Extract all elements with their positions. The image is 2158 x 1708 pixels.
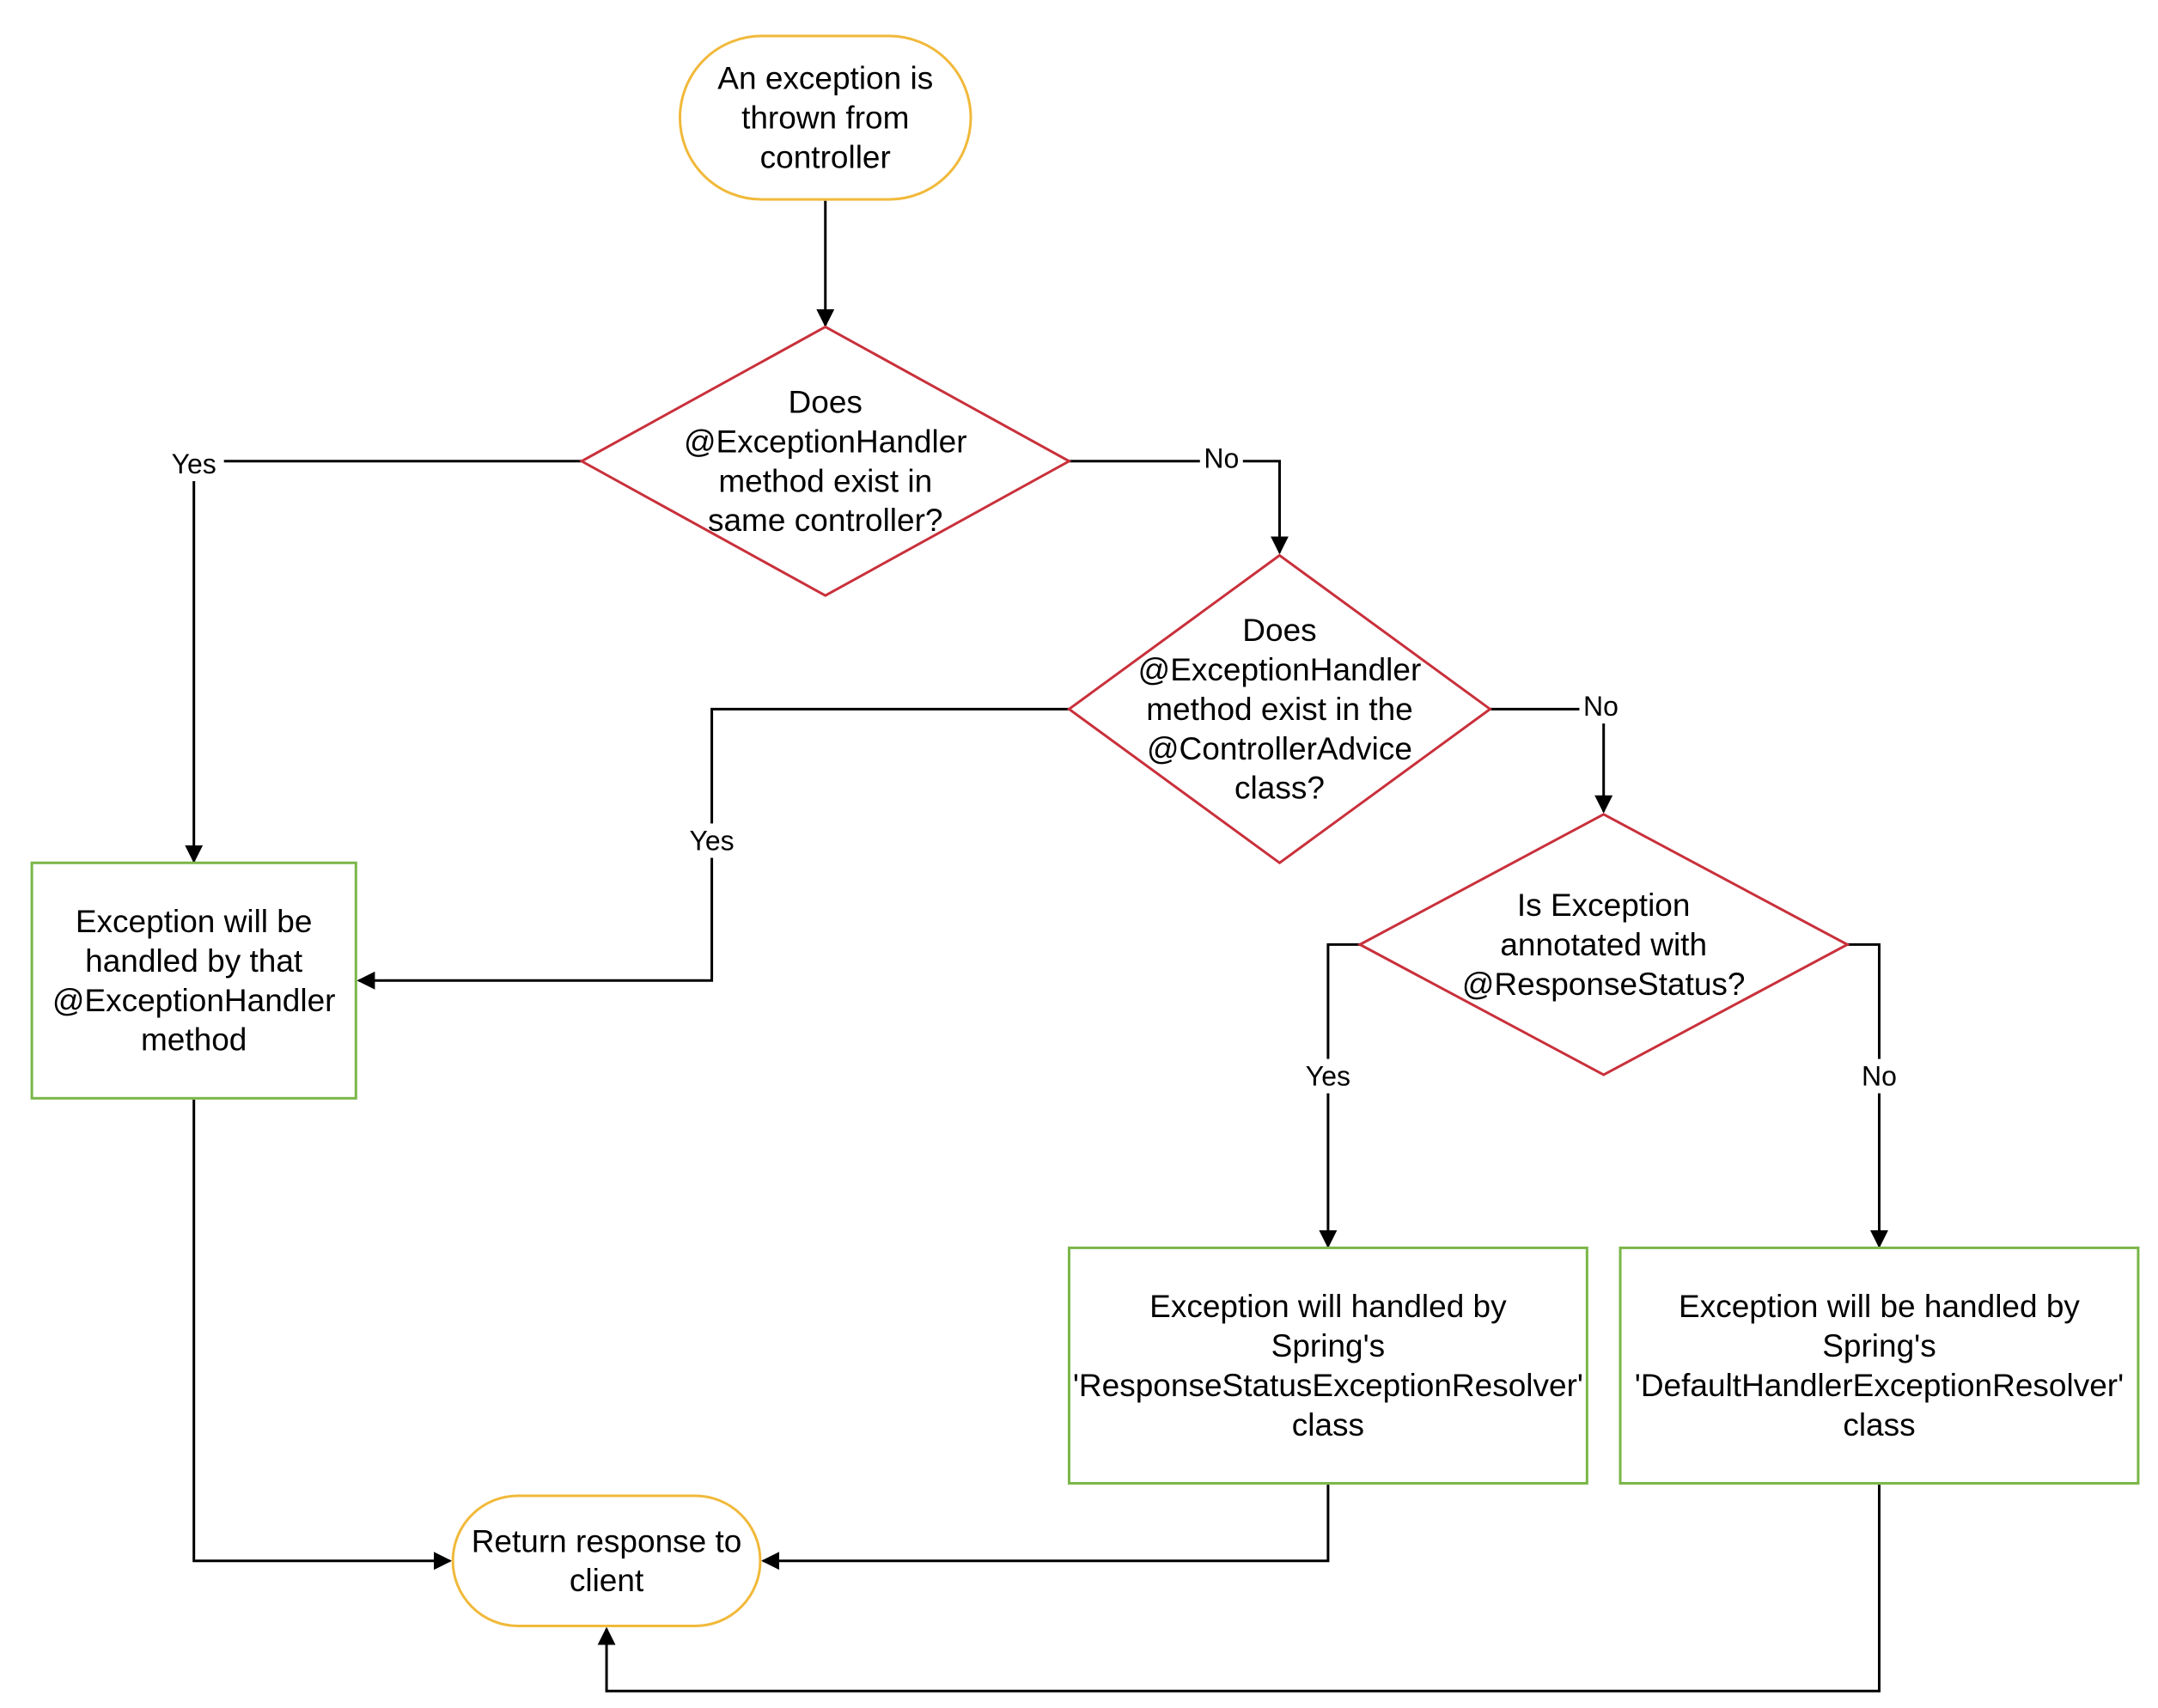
nodes-layer: An exception is thrown fromcontrollerDoes…	[30, 34, 2140, 1627]
connector-line	[597, 1485, 1881, 1693]
node-handled-by-default-resolver: Exception will be handled by Spring's 'Def…	[1618, 1246, 2140, 1485]
node-label-line: Exception will handled by	[1149, 1289, 1507, 1324]
decision-diamond-shape	[1066, 553, 1493, 865]
node-label-line: class?	[1234, 771, 1325, 806]
node-label-line: Exception will be	[76, 904, 313, 939]
node-decision-same-controller: Does @ExceptionHandler method exist in same…	[578, 325, 1072, 597]
node-label-line: An exception is	[717, 61, 933, 96]
decision-diamond-shape	[578, 325, 1072, 597]
edge-label-yes: Yes	[1306, 1061, 1350, 1092]
node-label-line: method exist in the	[1146, 692, 1413, 727]
connector-handled_by_method-to-end	[192, 1099, 453, 1571]
edge-label-background	[163, 447, 224, 482]
process-box-shape	[1618, 1246, 2140, 1485]
node-label-line: Does	[1242, 613, 1316, 648]
edge-label-background	[1199, 441, 1243, 476]
edge-label-yes: Yes	[689, 825, 734, 856]
node-end: Return response to client	[451, 1494, 762, 1627]
terminal-shape	[678, 34, 972, 201]
node-label-line: Is Exception	[1517, 888, 1691, 923]
node-label-line: same controller?	[708, 503, 943, 538]
edge-label-yes: Yes	[172, 448, 216, 479]
terminal-shape	[451, 1494, 762, 1627]
connector-decision_same_controller-to-decision_controller_advice: No	[1069, 441, 1289, 555]
connector-line	[1847, 942, 1888, 1248]
connector-line	[1069, 460, 1289, 555]
connector-decision_controller_advice-to-decision_response_status: No	[1490, 689, 1623, 814]
connector-line	[1319, 942, 1360, 1248]
decision-diamond-shape	[1356, 813, 1850, 1077]
node-label-line: controller	[760, 139, 891, 174]
connector-handled_by_response_status_resolver-to-end	[761, 1485, 1330, 1571]
connector-line	[1490, 707, 1613, 814]
node-label-line: class	[1292, 1407, 1364, 1443]
connector-decision_same_controller-to-handled_by_method: Yes	[163, 447, 582, 863]
node-label-line: @ControllerAdvice	[1147, 731, 1412, 766]
connector-decision_response_status-to-handled_by_default_resolver: No	[1847, 942, 1901, 1248]
node-label-line: annotated with	[1500, 927, 1707, 962]
node-label-line: @ResponseStatus?	[1462, 967, 1746, 1002]
node-label-line: class	[1843, 1407, 1915, 1443]
node-label-line: method	[141, 1022, 247, 1058]
node-label-line: handled by that	[85, 943, 303, 979]
node-handled-by-response-status-resolver: Exception will handled by Spring's 'Respon…	[1067, 1246, 1588, 1485]
connector-line	[761, 1485, 1330, 1571]
node-label-line: Spring's	[1271, 1328, 1386, 1363]
connector-handled_by_default_resolver-to-end	[597, 1485, 1881, 1693]
node-label-line: Does	[789, 384, 863, 419]
edge-label-background	[1297, 1058, 1358, 1094]
node-label-line: client	[570, 1563, 644, 1598]
node-label-line: @ExceptionHandler	[684, 424, 967, 459]
node-handled-by-method: Exception will be handled by that @Excepti…	[30, 861, 357, 1100]
node-label-line: thrown from	[741, 101, 909, 136]
edge-label-background	[1857, 1058, 1901, 1094]
edge-label-no: No	[1204, 443, 1239, 474]
node-label-line: @ExceptionHandler	[1138, 652, 1422, 687]
edge-label-no: No	[1862, 1061, 1897, 1092]
node-decision-controller-advice: Does @ExceptionHandler method exist in the…	[1066, 553, 1493, 865]
edge-label-background	[681, 823, 742, 858]
connector-line	[185, 460, 582, 863]
process-box-shape	[30, 861, 357, 1100]
node-label-line: method exist in	[718, 463, 932, 498]
connector-decision_response_status-to-handled_by_response_status_resolver: Yes	[1297, 942, 1360, 1248]
connector-line	[192, 1099, 453, 1571]
node-label-line: 'ResponseStatusExceptionResolver'	[1073, 1368, 1583, 1403]
node-decision-response-status: Is Exception annotated with @ResponseStatu…	[1356, 813, 1850, 1077]
edge-label-background	[1579, 689, 1623, 724]
node-label-line: Exception will be handled by	[1679, 1289, 2080, 1324]
edge-label-no: No	[1583, 691, 1618, 722]
node-label-line: Spring's	[1822, 1328, 1936, 1363]
process-box-shape	[1067, 1246, 1588, 1485]
node-label-line: 'DefaultHandlerExceptionResolver'	[1635, 1368, 2124, 1403]
node-label-line: @ExceptionHandler	[52, 983, 336, 1018]
node-label-line: Return response to	[472, 1523, 742, 1559]
connector-decision_controller_advice-to-handled_by_method: Yes	[357, 707, 1070, 990]
